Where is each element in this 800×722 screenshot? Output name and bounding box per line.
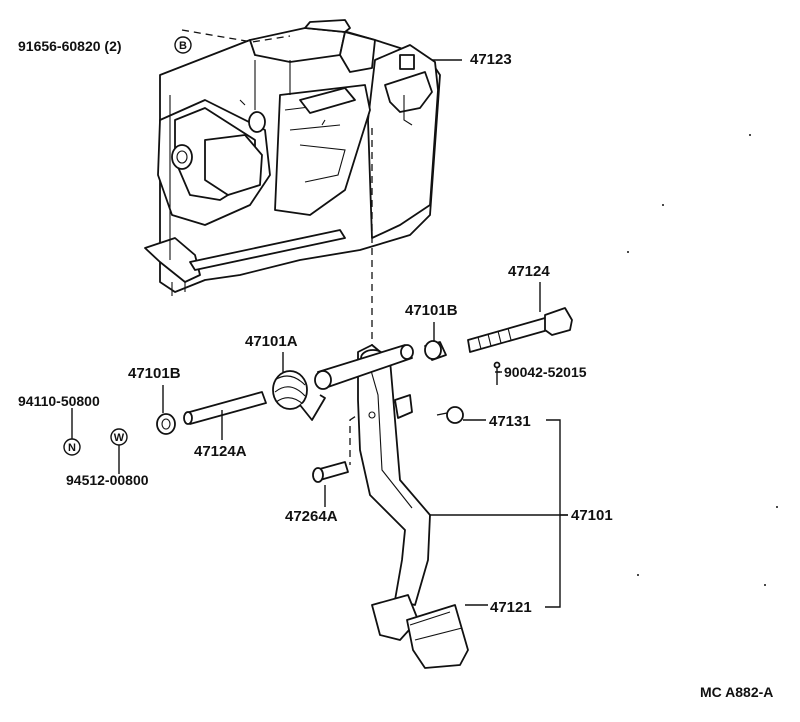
- label-collar: 47124A: [194, 443, 247, 460]
- footer-code: MC A882-A: [700, 684, 773, 700]
- bushing-right: [424, 340, 447, 361]
- label-pivot-bolt: 47124: [508, 263, 550, 280]
- w-marker-icon: W: [110, 428, 128, 446]
- collar-tube: [183, 391, 267, 425]
- return-spring: [272, 370, 326, 421]
- label-pin: 47264A: [285, 508, 338, 525]
- pedal-arm: [314, 344, 431, 606]
- label-clip: 90042-52015: [504, 364, 587, 380]
- svg-text:W: W: [114, 432, 125, 444]
- b-marker-icon: B: [174, 36, 192, 54]
- leader-lines: [71, 59, 568, 608]
- pivot-bolt: [467, 307, 573, 353]
- clip-pin: [493, 361, 501, 385]
- svg-text:N: N: [68, 442, 76, 454]
- label-pedal-pad: 47121: [490, 599, 532, 616]
- dash-leader-top: [181, 29, 291, 43]
- stopper-cushion: [436, 406, 464, 424]
- n-marker-icon: N: [63, 438, 81, 456]
- label-bushing-left: 47101B: [128, 365, 181, 382]
- pedal-pads: [371, 594, 469, 669]
- label-stopper: 47131: [489, 413, 531, 430]
- label-bushing-right: 47101B: [405, 302, 458, 319]
- label-washer: 94512-00800: [66, 472, 149, 488]
- pin: [312, 461, 349, 483]
- label-pedal-assy: 47101: [571, 507, 613, 524]
- bushing-left: [156, 413, 176, 435]
- label-nut: 94110-50800: [18, 393, 100, 409]
- pedal-bracket: [144, 19, 441, 296]
- label-spring: 47101A: [245, 333, 298, 350]
- label-bolt-top: 91656-60820 (2): [18, 38, 122, 54]
- label-bracket: 47123: [470, 51, 512, 68]
- svg-text:B: B: [179, 40, 187, 52]
